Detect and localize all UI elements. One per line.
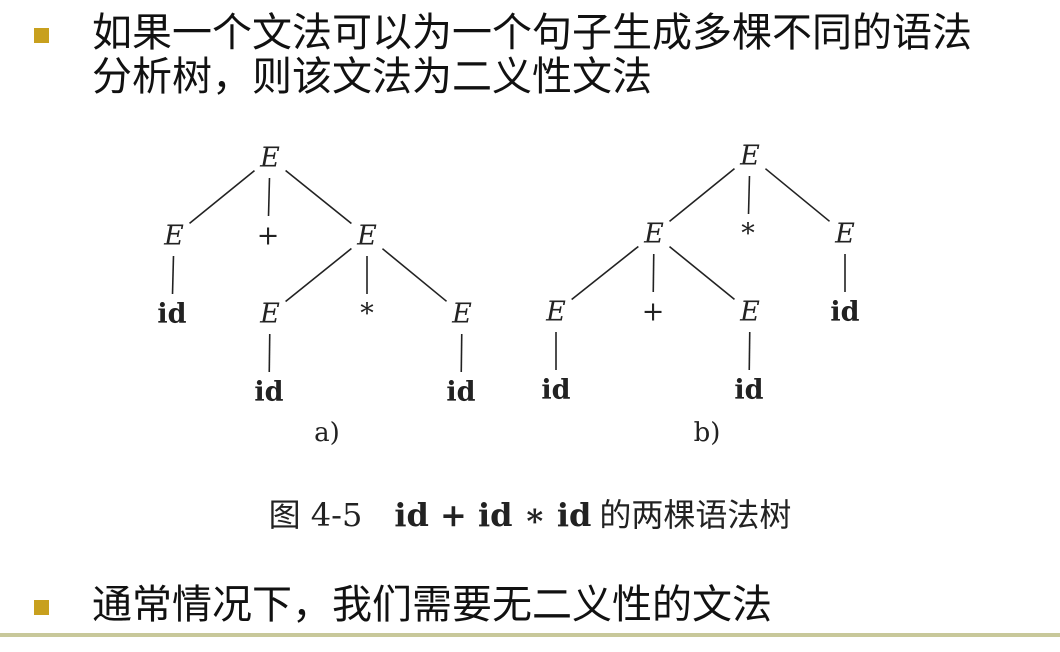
- tree-operator: +: [642, 297, 665, 328]
- tree-edge: [571, 245, 639, 301]
- bullet-text-1-line-1: 如果一个文法可以为一个句子生成多棵不同的语法: [92, 10, 972, 56]
- tree-edge: [285, 247, 352, 303]
- tree-node-E: E: [739, 141, 760, 172]
- tree-node-E: E: [356, 221, 377, 252]
- tree-node-E: E: [739, 297, 760, 328]
- tree-node-E: E: [834, 219, 855, 250]
- bullet-marker-1: [34, 28, 49, 43]
- tree-node-E: E: [163, 221, 184, 252]
- tree-edge: [285, 169, 352, 225]
- tree-node-E: E: [451, 299, 472, 330]
- tree-leaf-id: id: [446, 377, 475, 408]
- subfigure-label: a): [314, 418, 340, 448]
- bullet-text-1-line-2: 分析树，则该文法为二义性文法: [92, 54, 652, 100]
- tree-leaf-id: id: [254, 377, 283, 408]
- bullet-marker-2: [34, 600, 49, 615]
- tree-node-E: E: [545, 297, 566, 328]
- tree-node-E: E: [643, 219, 664, 250]
- tree-edge: [381, 248, 448, 302]
- tree-operator: *: [360, 299, 374, 330]
- caption-text: 的两棵语法树: [599, 496, 792, 534]
- tree-leaf-id: id: [541, 375, 570, 406]
- tree-edge: [669, 167, 735, 223]
- tree-leaf-id: id: [830, 297, 859, 328]
- tree-edge: [267, 177, 271, 217]
- tree-node-E: E: [259, 143, 280, 174]
- tree-edge: [189, 169, 255, 225]
- tree-leaf-id: id: [734, 375, 763, 406]
- tree-edge: [171, 255, 175, 295]
- tree-operator: *: [741, 219, 755, 250]
- parse-tree-a: E E + Eid E * Eid id a): [157, 143, 475, 449]
- bottom-rule: [0, 633, 1060, 637]
- subfigure-label: b): [694, 418, 721, 448]
- tree-edge: [669, 245, 735, 301]
- bullet-text-2: 通常情况下，我们需要无二义性的文法: [92, 582, 772, 628]
- caption-expression: id + id ∗ id: [394, 496, 592, 534]
- tree-leaf-id: id: [157, 299, 186, 330]
- tree-operator: +: [257, 221, 280, 252]
- tree-edge: [747, 175, 751, 215]
- tree-edge: [764, 168, 831, 222]
- tree-node-E: E: [259, 299, 280, 330]
- figure-number: 图 4-5: [268, 496, 363, 534]
